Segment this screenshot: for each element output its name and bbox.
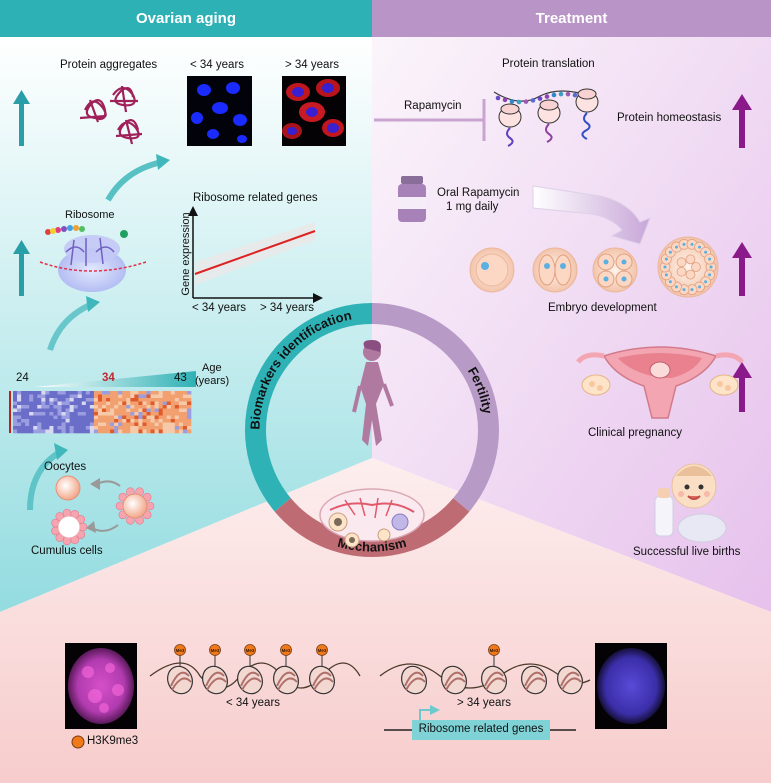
flow-arrow-icon bbox=[27, 449, 62, 511]
up-arrow-icon bbox=[732, 362, 752, 412]
ring-segment-fertility bbox=[372, 303, 500, 512]
micro-old-label: > 34 years bbox=[285, 59, 340, 71]
old-age-label: > 34 years bbox=[457, 697, 512, 709]
me3-badge-label: Me3 bbox=[282, 648, 291, 653]
dose-label: 1 mg daily bbox=[446, 201, 499, 213]
up-arrow-icon bbox=[732, 94, 752, 148]
nucleosome-icon bbox=[557, 665, 583, 695]
oral-rapamycin-label: Oral Rapamycin bbox=[437, 187, 520, 199]
protein-homeostasis-label: Protein homeostasis bbox=[617, 112, 722, 124]
plot-x-left: < 34 years bbox=[192, 302, 247, 314]
nucleosome-icon: Me3 bbox=[237, 644, 263, 695]
microscopy-old-cells bbox=[282, 79, 344, 139]
nucleus-old bbox=[597, 648, 665, 724]
ribosome-genes-box-label: Ribosome related genes bbox=[418, 723, 544, 735]
pill-bottle-icon bbox=[398, 176, 426, 222]
nucleosome-icon bbox=[401, 665, 427, 695]
woman-silhouette-icon bbox=[352, 340, 394, 446]
age-start-label: 24 bbox=[16, 372, 29, 384]
expression-heatmap bbox=[13, 391, 192, 434]
ovarian-aging-header-bar bbox=[0, 0, 372, 37]
cumulus-cells-label: Cumulus cells bbox=[31, 545, 103, 557]
up-arrow-icon bbox=[13, 90, 30, 146]
nucleosome-icon: Me3 bbox=[167, 644, 193, 695]
nucleosome-icon: Me3 bbox=[273, 644, 299, 695]
nucleosome-icon: Me3 bbox=[202, 644, 228, 695]
protein-translation-label: Protein translation bbox=[502, 58, 595, 70]
protein-translation-icon bbox=[495, 88, 599, 147]
uterus-icon bbox=[576, 346, 744, 419]
clinical-pregnancy-label: Clinical pregnancy bbox=[588, 427, 682, 439]
age-units: (years) bbox=[195, 375, 230, 387]
treatment-title: Treatment bbox=[535, 10, 608, 27]
ribosome-genes-box bbox=[412, 720, 550, 740]
nucleosome-icon: Me3 bbox=[481, 644, 507, 695]
micro-young-label: < 34 years bbox=[190, 59, 245, 71]
flow-arrow-icon bbox=[47, 301, 94, 351]
plot-x-right: > 34 years bbox=[260, 302, 315, 314]
embryo-development-label: Embryo development bbox=[548, 302, 657, 314]
ribosome-icon bbox=[39, 225, 147, 292]
nucleosome-icon bbox=[521, 665, 547, 695]
young-age-label: < 34 years bbox=[226, 697, 281, 709]
oocytes-label: Oocytes bbox=[44, 461, 87, 473]
transcription-arrow bbox=[419, 709, 432, 720]
protein-aggregates-icon bbox=[79, 85, 143, 145]
me3-badge-label: Me3 bbox=[318, 648, 327, 653]
me3-badge-label: Me3 bbox=[490, 648, 499, 653]
protein-aggregates-label: Protein aggregates bbox=[60, 59, 158, 71]
microscopy-young-nuclei bbox=[191, 82, 247, 143]
nucleosome-icon: Me3 bbox=[309, 644, 335, 695]
me3-badge-label: Me3 bbox=[176, 648, 185, 653]
me3-badge-label: Me3 bbox=[246, 648, 255, 653]
nucleus-young bbox=[68, 648, 134, 724]
flow-arrow-icon bbox=[105, 159, 163, 202]
ring-segment-mechanism bbox=[274, 498, 470, 557]
live-births-label: Successful live births bbox=[633, 546, 741, 558]
age-mid-label: 34 bbox=[102, 372, 115, 384]
age-end-label: 43 bbox=[174, 372, 187, 384]
up-arrow-icon bbox=[13, 240, 30, 296]
gene-expression-plot bbox=[188, 206, 323, 303]
ovary-icon bbox=[319, 488, 425, 548]
age-title: Age bbox=[202, 362, 222, 374]
h3k9me3-legend-label: H3K9me3 bbox=[87, 735, 139, 747]
flow-arrow-head bbox=[156, 154, 170, 170]
plot-title: Ribosome related genes bbox=[193, 192, 318, 204]
trend-line bbox=[194, 230, 316, 275]
treatment-flow-arrow bbox=[532, 185, 651, 245]
rapamycin-label: Rapamycin bbox=[404, 100, 462, 112]
mechanism-panel bbox=[0, 458, 771, 783]
nucleosome-icon bbox=[441, 665, 467, 695]
embryo-development-icon bbox=[469, 236, 719, 298]
plot-ylabel: Gene expression bbox=[180, 212, 192, 296]
baby-icon bbox=[654, 463, 727, 543]
ovarian-aging-panel bbox=[0, 37, 372, 612]
ribosome-label: Ribosome bbox=[65, 209, 115, 221]
age-gradient-bar bbox=[34, 371, 196, 387]
flow-arrow-head bbox=[86, 296, 100, 312]
flow-arrow-head bbox=[54, 443, 68, 460]
nucleosomes: Me3 Me3 Me3 Me3 Me3 Me3 bbox=[167, 644, 583, 695]
ring-segment-biomarkers bbox=[244, 303, 372, 512]
up-arrow-icon bbox=[732, 242, 752, 296]
ovarian-aging-title: Ovarian aging bbox=[135, 10, 237, 27]
me3-badge-label: Me3 bbox=[211, 648, 220, 653]
h3k9me3-legend-icon bbox=[71, 735, 85, 749]
treatment-header-bar bbox=[372, 0, 771, 37]
oocyte-cumulus-cycle-icon bbox=[51, 475, 155, 546]
